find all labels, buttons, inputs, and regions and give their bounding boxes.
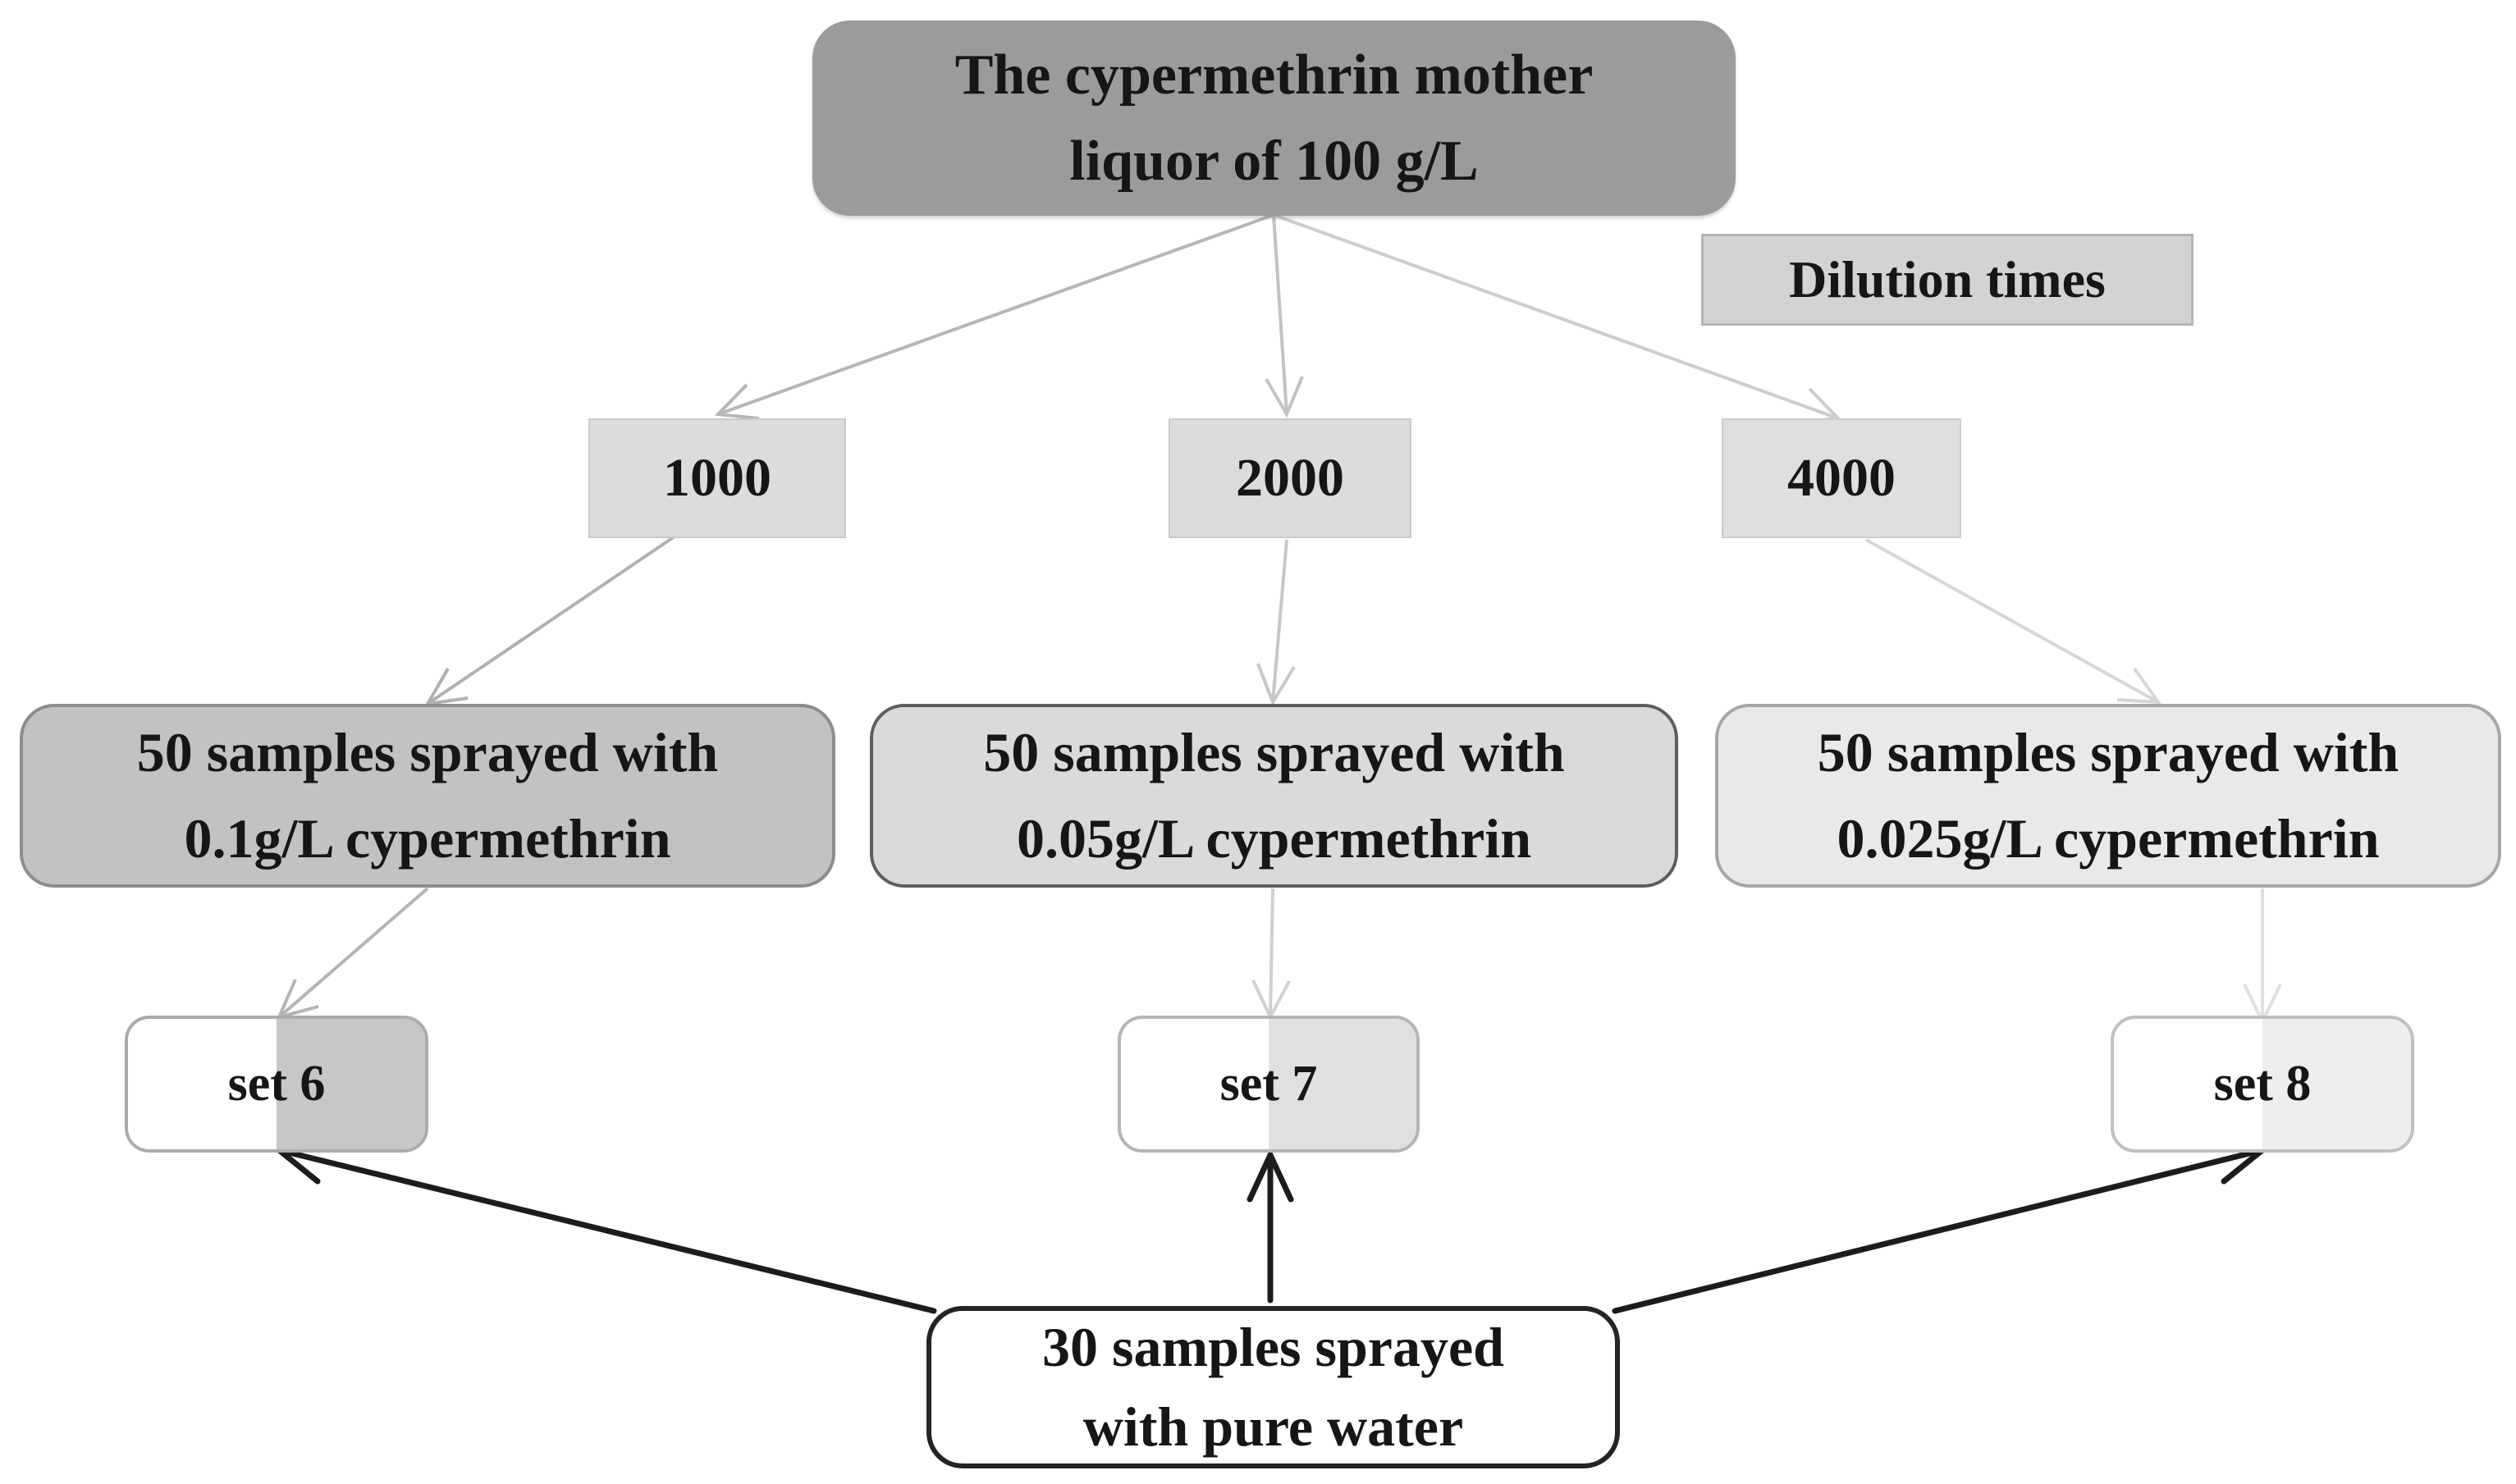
set-7-shaded-half — [1269, 1019, 1416, 1149]
arrow-shaft — [1269, 888, 1274, 1018]
treatment-0.025gL-line2: 0.025g/L cypermethrin — [1837, 807, 2380, 870]
dilution-1000-node: 1000 — [588, 418, 846, 538]
pure-water-line2: with pure water — [1082, 1395, 1464, 1458]
treatment-0.05gL-line1: 50 samples sprayed with — [983, 720, 1565, 783]
treatment-0.1gL-line1: 50 samples sprayed with — [136, 720, 719, 783]
arrowhead — [2116, 667, 2162, 705]
arrow-control-to-set6 — [272, 1137, 937, 1314]
set-6-node: set 6 — [125, 1016, 428, 1153]
pure-water-line1: 30 samples sprayed — [1042, 1316, 1504, 1379]
arrowhead — [1256, 663, 1296, 706]
arrow-4000-to-treatment — [1865, 538, 2162, 705]
arrowhead — [1247, 1148, 1294, 1203]
mother-liquor-line1: The cypermethrin mother — [954, 43, 1594, 107]
treatment-0.025gL-node: 50 samples sprayed with 0.025g/L cyperme… — [1715, 704, 2501, 888]
arrowhead — [1251, 979, 1291, 1021]
arrow-shaft — [1272, 214, 1288, 415]
arrow-root-to-1000 — [714, 213, 1274, 420]
arrowhead — [1265, 376, 1304, 418]
treatment-0.05gL-line2: 0.05g/L cypermethrin — [1016, 807, 1532, 870]
dilution-2000-node: 2000 — [1169, 418, 1411, 538]
treatment-0.05gL-node: 50 samples sprayed with 0.05g/L cypermet… — [870, 704, 1678, 888]
arrow-treatment-to-set8 — [2243, 888, 2282, 1025]
treatment-0.025gL-line1: 50 samples sprayed with — [1817, 720, 2399, 783]
arrow-control-to-set8 — [1612, 1137, 2269, 1314]
arrowhead — [276, 979, 319, 1021]
arrow-1000-to-treatment — [424, 533, 679, 706]
arrow-shaft — [1865, 538, 2159, 704]
set-8-node: set 8 — [2111, 1016, 2414, 1153]
set-7-node: set 7 — [1118, 1016, 1420, 1153]
arrow-shaft — [276, 1147, 937, 1314]
dilution-2000-value: 2000 — [1236, 448, 1344, 508]
set-7-label: set 7 — [1219, 1056, 1318, 1112]
arrowhead — [1796, 387, 1842, 424]
treatment-0.1gL-line2: 0.1g/L cypermethrin — [184, 807, 671, 870]
set-6-shaded-half — [277, 1019, 425, 1149]
dilution-times-label: Dilution times — [1701, 234, 2193, 326]
mother-liquor-node: The cypermethrin mother liquor of 100 g/… — [812, 21, 1736, 216]
arrow-root-to-2000 — [1265, 214, 1304, 418]
arrow-2000-to-treatment — [1256, 539, 1296, 706]
set-8-label: set 8 — [2213, 1056, 2312, 1112]
arrow-treatment-to-set6 — [276, 887, 429, 1021]
arrowhead — [714, 383, 760, 420]
arrow-treatment-to-set7 — [1251, 888, 1291, 1021]
arrow-shaft — [1612, 1147, 2266, 1314]
arrow-shaft — [426, 533, 679, 705]
set-6-label: set 6 — [227, 1056, 326, 1112]
mother-liquor-line2: liquor of 100 g/L — [1069, 130, 1479, 193]
arrow-control-to-set7 — [1247, 1148, 1294, 1304]
pure-water-control-node: 30 samples sprayed with pure water — [926, 1306, 1620, 1468]
dilution-4000-node: 4000 — [1722, 418, 1961, 538]
arrow-shaft — [277, 887, 429, 1019]
arrow-shaft — [717, 213, 1274, 416]
arrow-shaft — [1271, 539, 1288, 703]
set-8-shaded-half — [2262, 1019, 2411, 1149]
dilution-4000-value: 4000 — [1787, 448, 1896, 508]
dilution-1000-value: 1000 — [663, 448, 771, 508]
treatment-0.1gL-node: 50 samples sprayed with 0.1g/L cypermeth… — [20, 704, 835, 888]
dilution-times-text: Dilution times — [1789, 250, 2106, 308]
arrowhead — [424, 667, 469, 706]
